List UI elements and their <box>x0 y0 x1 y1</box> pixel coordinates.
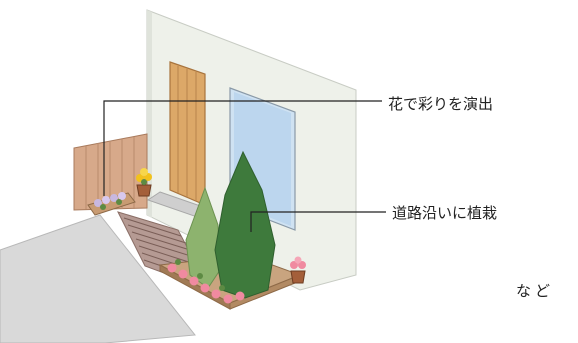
pink-flowers <box>167 259 245 304</box>
leader-line-trees <box>250 211 386 232</box>
wall-edge <box>147 10 152 218</box>
flowers-left <box>94 192 126 210</box>
yellow-flowers <box>136 168 152 185</box>
annotation-trees: 道路沿いに植栽 <box>392 204 498 222</box>
leader-line-flowers <box>103 100 382 196</box>
pink-pot-flowers <box>290 256 306 269</box>
annotation-flowers: 花で彩りを演出 <box>388 95 494 113</box>
annotation-etc: など <box>516 282 555 300</box>
sidewalk <box>0 214 196 343</box>
flower-pot-pink <box>290 270 306 284</box>
tree-dark <box>214 150 276 299</box>
flower-pot-yellow <box>136 184 152 197</box>
